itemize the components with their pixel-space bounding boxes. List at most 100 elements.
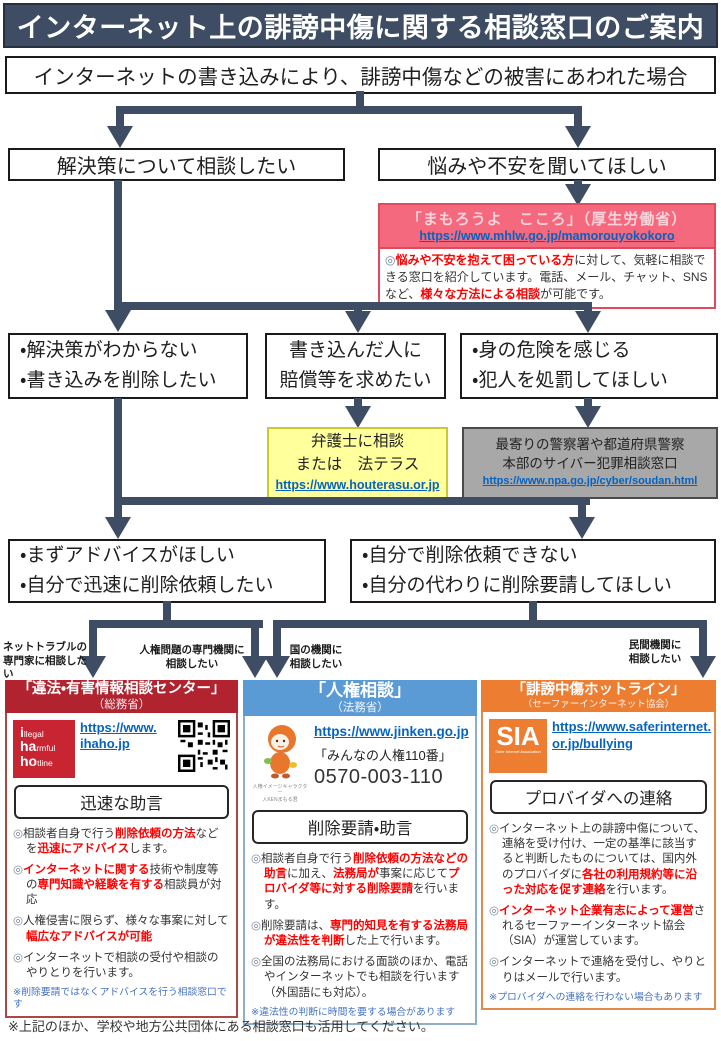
connector-line: [114, 505, 122, 517]
column-jinken: 「人権相談」 （法務省） 人権イメージ: [243, 680, 477, 1025]
jinken-org: （法務省）: [331, 702, 389, 715]
arrow-down-icon: [80, 656, 106, 678]
kokoro-link[interactable]: https://www.mhlw.go.jp/mamorouyokokoro: [419, 229, 675, 243]
lawyer-houterasu-box: 弁護士に相談 または 法テラス https://www.houterasu.or…: [267, 427, 448, 499]
connector-line: [114, 180, 122, 310]
jinken-phone-number: 0570-003-110: [314, 766, 444, 789]
ihaho-bullet: ◎インターネットに関する技術や制度等の専門知識や経験を有する相談員が対応: [13, 863, 222, 907]
npa-cyber-link[interactable]: https://www.npa.go.jp/cyber/soudan.html: [482, 475, 698, 488]
column-ihaho: 「違法・有害情報相談センター」 （総務省） illegal harmful ho…: [5, 680, 238, 1018]
connector-line: [574, 106, 582, 128]
intro-condition-box: インターネットの書き込みにより、誹謗中傷などの被害にあわれた場合: [5, 56, 716, 94]
arrow-down-icon: [264, 656, 290, 678]
arrow-down-icon: [690, 656, 716, 678]
arrow-down-icon: [105, 517, 131, 539]
ihaho-bullet: ◎インターネットで相談の受付や相談のやりとりを行います。: [13, 951, 219, 979]
arrow-down-icon: [105, 310, 131, 332]
sia-bullet: ◎インターネットで連絡を受付し、やりとりはメールで行います。: [489, 956, 707, 984]
connector-line: [529, 601, 537, 626]
mamorouyo-kokoro-box: 「まもろうよ こころ」（厚生労働省） https://www.mhlw.go.j…: [378, 203, 716, 310]
ihaho-footnote: ※削除要請ではなくアドバイスを行う相談窓口です: [13, 987, 227, 1011]
arrow-down-icon: [565, 126, 591, 148]
arrow-down-icon: [345, 406, 371, 428]
route-label-net-expert: ネットトラブルの 専門家に相談したい: [3, 641, 87, 681]
connector-line: [273, 628, 281, 658]
want-box-proxy: ・自分で削除依頼できない ・自分の代わりに削除要請してほしい: [350, 539, 716, 603]
jinken-bullet: ◎削除要請は、専門的知見を有する法務局が違法性を判断した上で行います。: [251, 919, 469, 947]
kokoro-title: 「まもろうよ こころ」（厚生労働省）: [406, 211, 688, 228]
jinken-service-name: 「みんなの人権110番」: [314, 748, 452, 764]
houterasu-link[interactable]: https://www.houterasu.or.jp: [275, 478, 440, 493]
sia-bullet: ◎インターネット上の誹謗中傷について、連絡を受け付け、一定の基準に該当すると判断…: [489, 823, 706, 896]
jinken-header: 「人権相談」 （法務省）: [243, 680, 477, 716]
lawyer-text: 弁護士に相談 または 法テラス: [295, 433, 420, 473]
kokoro-header: 「まもろうよ こころ」（厚生労働省） https://www.mhlw.go.j…: [380, 205, 714, 249]
connector-line: [89, 628, 97, 658]
arrow-down-icon: [569, 517, 595, 539]
jinken-link[interactable]: https://www.jinken.go.jp: [314, 723, 469, 739]
connector-line: [356, 91, 364, 110]
connector-line: [584, 398, 592, 408]
ihaho-bullet: ◎人権侵害に限らず、様々な事案に対して幅広なアドバイスが可能: [13, 915, 229, 943]
route-label-gov: 国の機関に 相談したい: [289, 644, 343, 670]
connector-line: [699, 628, 707, 658]
arrow-down-icon: [107, 126, 133, 148]
branch-box-solution: 解決策について相談したい: [8, 148, 345, 181]
connector-line: [251, 628, 259, 658]
route-label-private: 民間機関に 相談したい: [628, 639, 682, 665]
need-box-danger: ・身の危険を感じる ・犯人を処罰してほしい: [460, 333, 718, 399]
ihaho-title: 「違法・有害情報相談センター」: [17, 681, 226, 697]
connector-line: [354, 302, 362, 312]
sia-footnote: ※プロバイダへの連絡を行わない場合もあります: [489, 991, 703, 1003]
need-box-compensation: 書き込んだ人に 賠償等を求めたい: [265, 333, 446, 399]
sia-link[interactable]: https://www.saferinternet. or.jp/bullyin…: [552, 719, 712, 751]
connector-line: [578, 505, 586, 517]
connector-line: [584, 302, 592, 312]
police-cyber-box: 最寄りの警察署や都道府県警察 本部のサイバー犯罪相談窓口 https://www…: [462, 427, 718, 499]
police-text: 最寄りの警察署や都道府県警察 本部のサイバー犯罪相談窓口: [495, 437, 685, 472]
jinken-footnote: ※違法性の判断に時間を要する場合があります: [251, 1006, 456, 1018]
connector-line: [273, 620, 707, 628]
jinken-mascot-icon: [264, 724, 297, 779]
connector-line: [114, 497, 590, 505]
arrow-down-icon: [345, 311, 371, 333]
ihaho-org: （総務省）: [92, 699, 151, 712]
kokoro-description: ◎悩みや不安を抱えて困っている方に対して、気軽に相談できる窓口を紹介しています。…: [385, 253, 708, 301]
sia-title: 「誹謗中傷ホットライン」: [511, 682, 686, 699]
connector-line: [163, 601, 171, 626]
sia-logo: SIA Safer Internet Association: [489, 719, 547, 774]
ihaho-body: illegal harmful hotline https://www. iha…: [5, 712, 238, 1018]
jinken-bullet: ◎相談者自身で行う削除依頼の方法などの助言に加え、法務局が事案に応じてプロバイダ…: [251, 853, 469, 911]
ihaho-bullet: ◎相談者自身で行う削除依頼の方法などを迅速にアドバイスします。: [13, 827, 219, 855]
sia-bullet: ◎インターネット企業有志によって運営されるセーファーインターネット協会（SIA）…: [489, 904, 706, 948]
arrow-down-icon: [575, 406, 601, 428]
need-box-delete: ・解決策がわからない ・書き込みを削除したい: [8, 333, 248, 399]
sia-org: （セーファーインターネット協会）: [522, 699, 675, 711]
page-title: インターネット上の誹謗中傷に関する相談窓口のご案内: [3, 3, 718, 48]
ihaho-link[interactable]: https://www. ihaho.jp: [80, 719, 157, 752]
qr-code: [178, 719, 230, 772]
arrow-down-icon: [565, 184, 591, 206]
sia-body: SIA Safer Internet Association https://w…: [481, 712, 716, 1010]
jinken-title: 「人権相談」: [309, 681, 411, 700]
sia-tagline: プロバイダへの連絡: [490, 780, 707, 815]
ihaho-logo: illegal harmful hotline: [13, 719, 75, 778]
connector-line: [114, 302, 592, 310]
connector-line: [89, 620, 263, 628]
mascot-caption: 人権イメージキャラクター 人KENまもる君: [252, 783, 308, 803]
footer-note: ※上記のほか、学校や地方公共団体にある相談窓口も活用してください。: [8, 1019, 434, 1034]
connector-line: [114, 398, 122, 503]
jinken-body: 人権イメージキャラクター 人KENまもる君 https://www.jinken…: [243, 715, 477, 1025]
connector-line: [116, 106, 582, 114]
route-label-jinken-org: 人権問題の専門機関に 相談したい: [139, 644, 245, 670]
want-box-advice: ・まずアドバイスがほしい ・自分で迅速に削除依頼したい: [8, 539, 326, 603]
sia-header: 「誹謗中傷ホットライン」 （セーファーインターネット協会）: [481, 680, 716, 713]
connector-line: [116, 106, 124, 128]
ihaho-header: 「違法・有害情報相談センター」 （総務省）: [5, 680, 238, 713]
branch-box-listen: 悩みや不安を聞いてほしい: [378, 148, 716, 181]
jinken-tagline: 削除要請・助言: [252, 810, 468, 845]
connector-line: [354, 398, 362, 408]
arrow-down-icon: [242, 656, 268, 678]
arrow-down-icon: [575, 311, 601, 333]
